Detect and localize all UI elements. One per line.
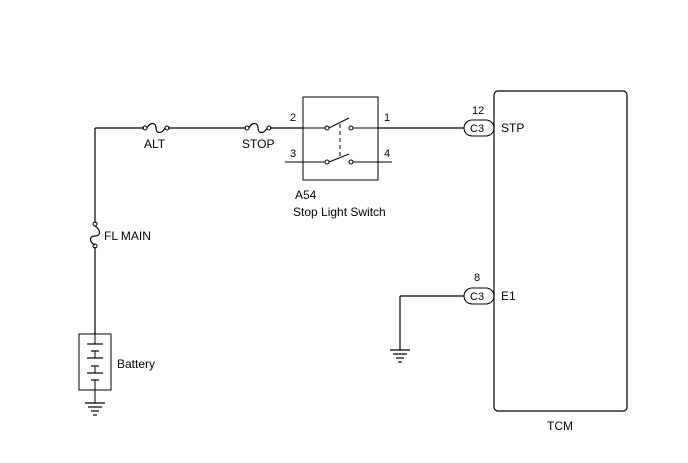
fl-main-fuse-label: FL MAIN	[104, 229, 151, 243]
supply-wire	[94, 127, 303, 335]
terminal-label: STP	[501, 121, 524, 135]
tcm-connector-e1: C3 8 E1	[463, 272, 516, 305]
switch-pin-3: 3	[290, 148, 296, 160]
switch-pin-4: 4	[384, 148, 390, 160]
tcm-connector-stp: C3 12 STP	[463, 105, 524, 137]
battery-label: Battery	[117, 357, 155, 371]
stop-fuse-label: STOP	[242, 137, 274, 151]
alt-fuse-label: ALT	[144, 137, 166, 151]
battery: Battery	[78, 333, 155, 391]
e1-ground-wire	[399, 295, 464, 350]
connector-pin: 8	[474, 272, 480, 284]
switch-code: A54	[295, 188, 317, 202]
connector-pin: 12	[472, 105, 484, 117]
connector-label: C3	[470, 291, 484, 303]
terminal-label: E1	[501, 289, 516, 303]
switch-name: Stop Light Switch	[293, 205, 386, 219]
alt-fuse: ALT	[142, 122, 170, 151]
tcm: TCM C3 12 STP C3 8 E1	[463, 90, 628, 433]
tcm-ground-icon	[390, 349, 410, 363]
stop-light-switch: 2 1 3 4 A54 Stop Light Switch	[285, 96, 392, 219]
connector-label: C3	[470, 123, 484, 135]
battery-ground-icon	[85, 390, 105, 416]
fl-main-fuse: FL MAIN	[89, 221, 151, 249]
switch-pin-1: 1	[384, 112, 390, 124]
stop-fuse: STOP	[242, 122, 274, 151]
tcm-label: TCM	[547, 419, 573, 433]
switch-pin-2: 2	[290, 112, 296, 124]
